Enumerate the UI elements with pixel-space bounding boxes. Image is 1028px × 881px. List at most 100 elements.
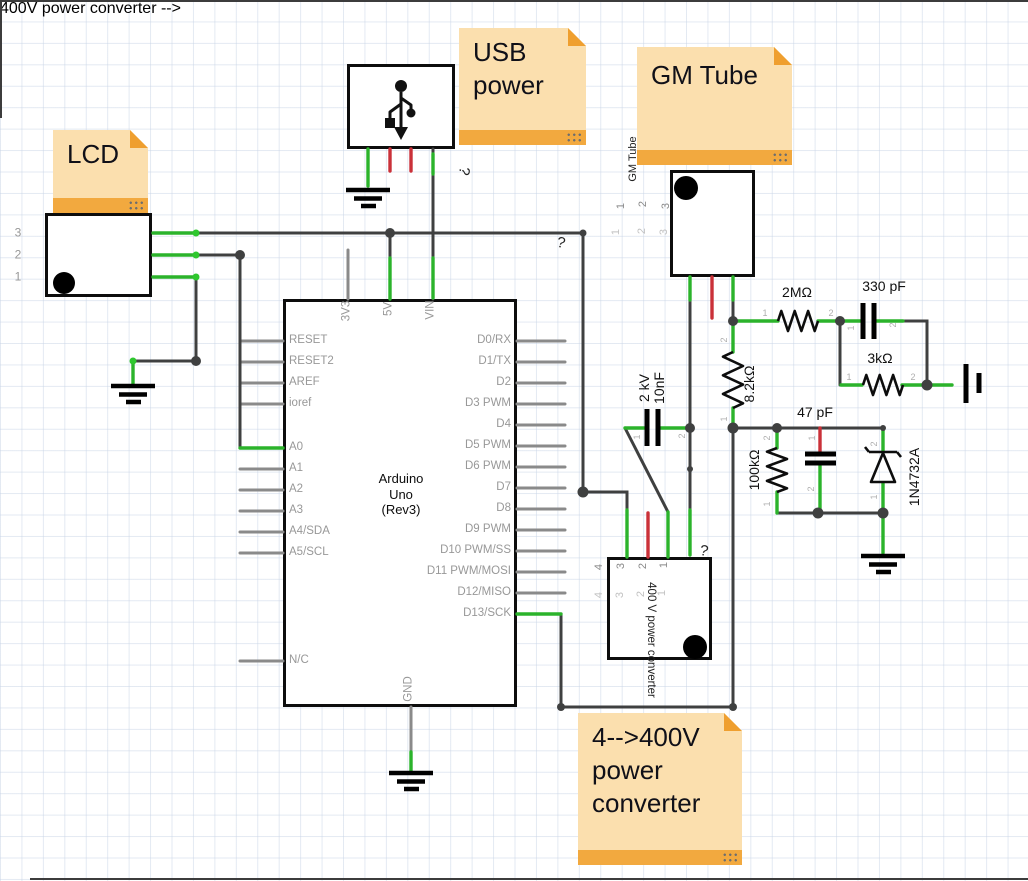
converter-pin-number-faint: 2 bbox=[635, 590, 647, 598]
terminal-number: 1 bbox=[846, 372, 852, 382]
note-lcd-bar[interactable] bbox=[53, 198, 148, 213]
note-gm-bar[interactable] bbox=[637, 150, 792, 165]
drag-grip-icon[interactable] bbox=[566, 132, 582, 143]
note-gm-text: GM Tube bbox=[651, 60, 758, 90]
pin-label-d13: D13/SCK bbox=[463, 607, 511, 619]
note-conv-line3: converter bbox=[592, 788, 701, 818]
gm-pin-number: 3 bbox=[660, 202, 672, 210]
lcd-pin1-dot bbox=[53, 272, 75, 294]
resistor-2m-symbol[interactable] bbox=[776, 309, 820, 333]
pin-label-d7: D7 bbox=[496, 481, 511, 493]
converter-pin-number-faint: 1 bbox=[656, 589, 668, 597]
label-cap-330pf: 330 pF bbox=[862, 278, 906, 294]
wire-330pf-right[interactable] bbox=[901, 319, 929, 387]
terminal-number: 2 bbox=[869, 441, 879, 447]
label-resistor-8k2: 8.2kΩ bbox=[741, 365, 757, 403]
lcd-pin-number-3: 3 bbox=[14, 225, 22, 240]
usb-icon bbox=[385, 80, 416, 140]
lcd-pin-number-1: 1 bbox=[14, 269, 22, 284]
pin-label-d1-tx: D1/TX bbox=[478, 355, 511, 367]
note-lcd-fold-icon bbox=[130, 130, 148, 148]
pin-label-a0: A0 bbox=[289, 441, 304, 453]
note-lcd[interactable]: LCD bbox=[53, 130, 148, 215]
note-usb-power[interactable]: USB power bbox=[459, 28, 586, 147]
capacitor-2kv-symbol[interactable] bbox=[644, 409, 661, 446]
arduino-title: Arduino Uno (Rev3) bbox=[378, 470, 424, 517]
sheet-top-edge bbox=[0, 0, 1028, 2]
note-converter[interactable]: 4-->400V power converter bbox=[578, 713, 742, 865]
resistor-100k-symbol[interactable] bbox=[765, 446, 789, 494]
ground-symbol-usb[interactable] bbox=[346, 187, 390, 209]
pin-label-nc: N/C bbox=[289, 654, 309, 666]
arduino-pin-stubs bbox=[238, 248, 567, 754]
note-lcd-text: LCD bbox=[67, 139, 120, 169]
pin-label-a2: A2 bbox=[289, 483, 304, 495]
note-gm-fold-icon bbox=[774, 47, 792, 65]
ground-symbol-arduino[interactable] bbox=[389, 770, 433, 792]
terminal-number: 1 bbox=[719, 416, 729, 422]
label-resistor-100k: 100kΩ bbox=[746, 449, 762, 491]
arduino-uno-body[interactable] bbox=[283, 299, 517, 707]
note-conv-fold-icon bbox=[724, 713, 742, 731]
pin-label-ioref: ioref bbox=[289, 397, 312, 409]
drag-grip-icon[interactable] bbox=[128, 200, 144, 211]
gm-pin-number-faint: 3 bbox=[658, 228, 670, 236]
zener-1n4732a-symbol[interactable] bbox=[863, 446, 903, 484]
capacitor-47pf-symbol[interactable] bbox=[805, 451, 836, 466]
terminal-number: 2 bbox=[910, 372, 916, 382]
note-conv-line2: power bbox=[592, 755, 663, 785]
note-usb-line2: power bbox=[473, 70, 544, 100]
earth-symbol-right[interactable] bbox=[963, 364, 982, 403]
pin-label-a5-scl: A5/SCL bbox=[289, 546, 329, 558]
pin-label-d8: D8 bbox=[496, 502, 511, 514]
drag-grip-icon[interactable] bbox=[772, 152, 788, 163]
wire-d13-loop[interactable] bbox=[559, 426, 735, 709]
label-resistor-2m: 2MΩ bbox=[782, 284, 812, 300]
note-usb-bar[interactable] bbox=[459, 130, 586, 145]
resistor-3k-symbol[interactable] bbox=[861, 373, 905, 397]
terminal-number: 1 bbox=[846, 325, 856, 331]
note-conv-line1: 4-->400V bbox=[592, 722, 700, 752]
pin-label-d3: D3 PWM bbox=[465, 397, 511, 409]
pin-label-5v: 5V bbox=[382, 301, 395, 317]
terminal-number: 1 bbox=[632, 434, 642, 440]
drag-grip-icon[interactable] bbox=[722, 852, 738, 863]
gm-pin-number-faint: 1 bbox=[610, 228, 622, 236]
sheet-left-edge bbox=[0, 0, 2, 118]
ground-symbol-zener[interactable] bbox=[861, 553, 905, 575]
terminal-number: 2 bbox=[719, 337, 729, 343]
wire-lcd2-a0[interactable] bbox=[194, 253, 242, 450]
terminal-number: 1 bbox=[762, 308, 768, 318]
note-conv-bar[interactable] bbox=[578, 850, 742, 865]
note-gm-tube[interactable]: GM Tube bbox=[637, 47, 792, 167]
pin-label-a3: A3 bbox=[289, 504, 304, 516]
converter-pin1-dot bbox=[683, 635, 707, 659]
gm-pin-number: 2 bbox=[637, 200, 649, 208]
label-cap-47pf: 47 pF bbox=[797, 404, 833, 420]
connected-legs bbox=[131, 147, 954, 773]
capacitor-330pf-symbol[interactable] bbox=[860, 303, 877, 339]
ground-symbol-lcd[interactable] bbox=[111, 383, 155, 405]
terminal-number: 2 bbox=[806, 486, 816, 492]
wire-lcd1-gnd[interactable] bbox=[131, 275, 198, 363]
pin-label-d4: D4 bbox=[496, 418, 511, 430]
terminal-number: 2 bbox=[828, 308, 834, 318]
pin-label-aref: AREF bbox=[289, 376, 320, 388]
terminal-number: 1 bbox=[807, 435, 817, 441]
wire-cap-to-converter-diagonal[interactable] bbox=[623, 426, 670, 514]
gm-pin-number-faint: 2 bbox=[636, 227, 648, 235]
pin-label-a1: A1 bbox=[289, 462, 304, 474]
terminal-number: 1 bbox=[762, 501, 772, 507]
resistor-8k2-symbol[interactable] bbox=[721, 350, 745, 410]
pin-label-reset2: RESET2 bbox=[289, 355, 334, 367]
pin-label-vin: VIN bbox=[424, 300, 437, 320]
green-endpoint-dots bbox=[129, 229, 200, 365]
terminal-number: 2 bbox=[677, 433, 687, 439]
junction-dots bbox=[191, 228, 933, 711]
pin-label-3v3: 3V3 bbox=[340, 300, 353, 322]
note-usb-line1: USB bbox=[473, 37, 527, 67]
lcd-pin-number-2: 2 bbox=[14, 247, 22, 262]
pin-label-d10: D10 PWM/SS bbox=[440, 544, 511, 556]
